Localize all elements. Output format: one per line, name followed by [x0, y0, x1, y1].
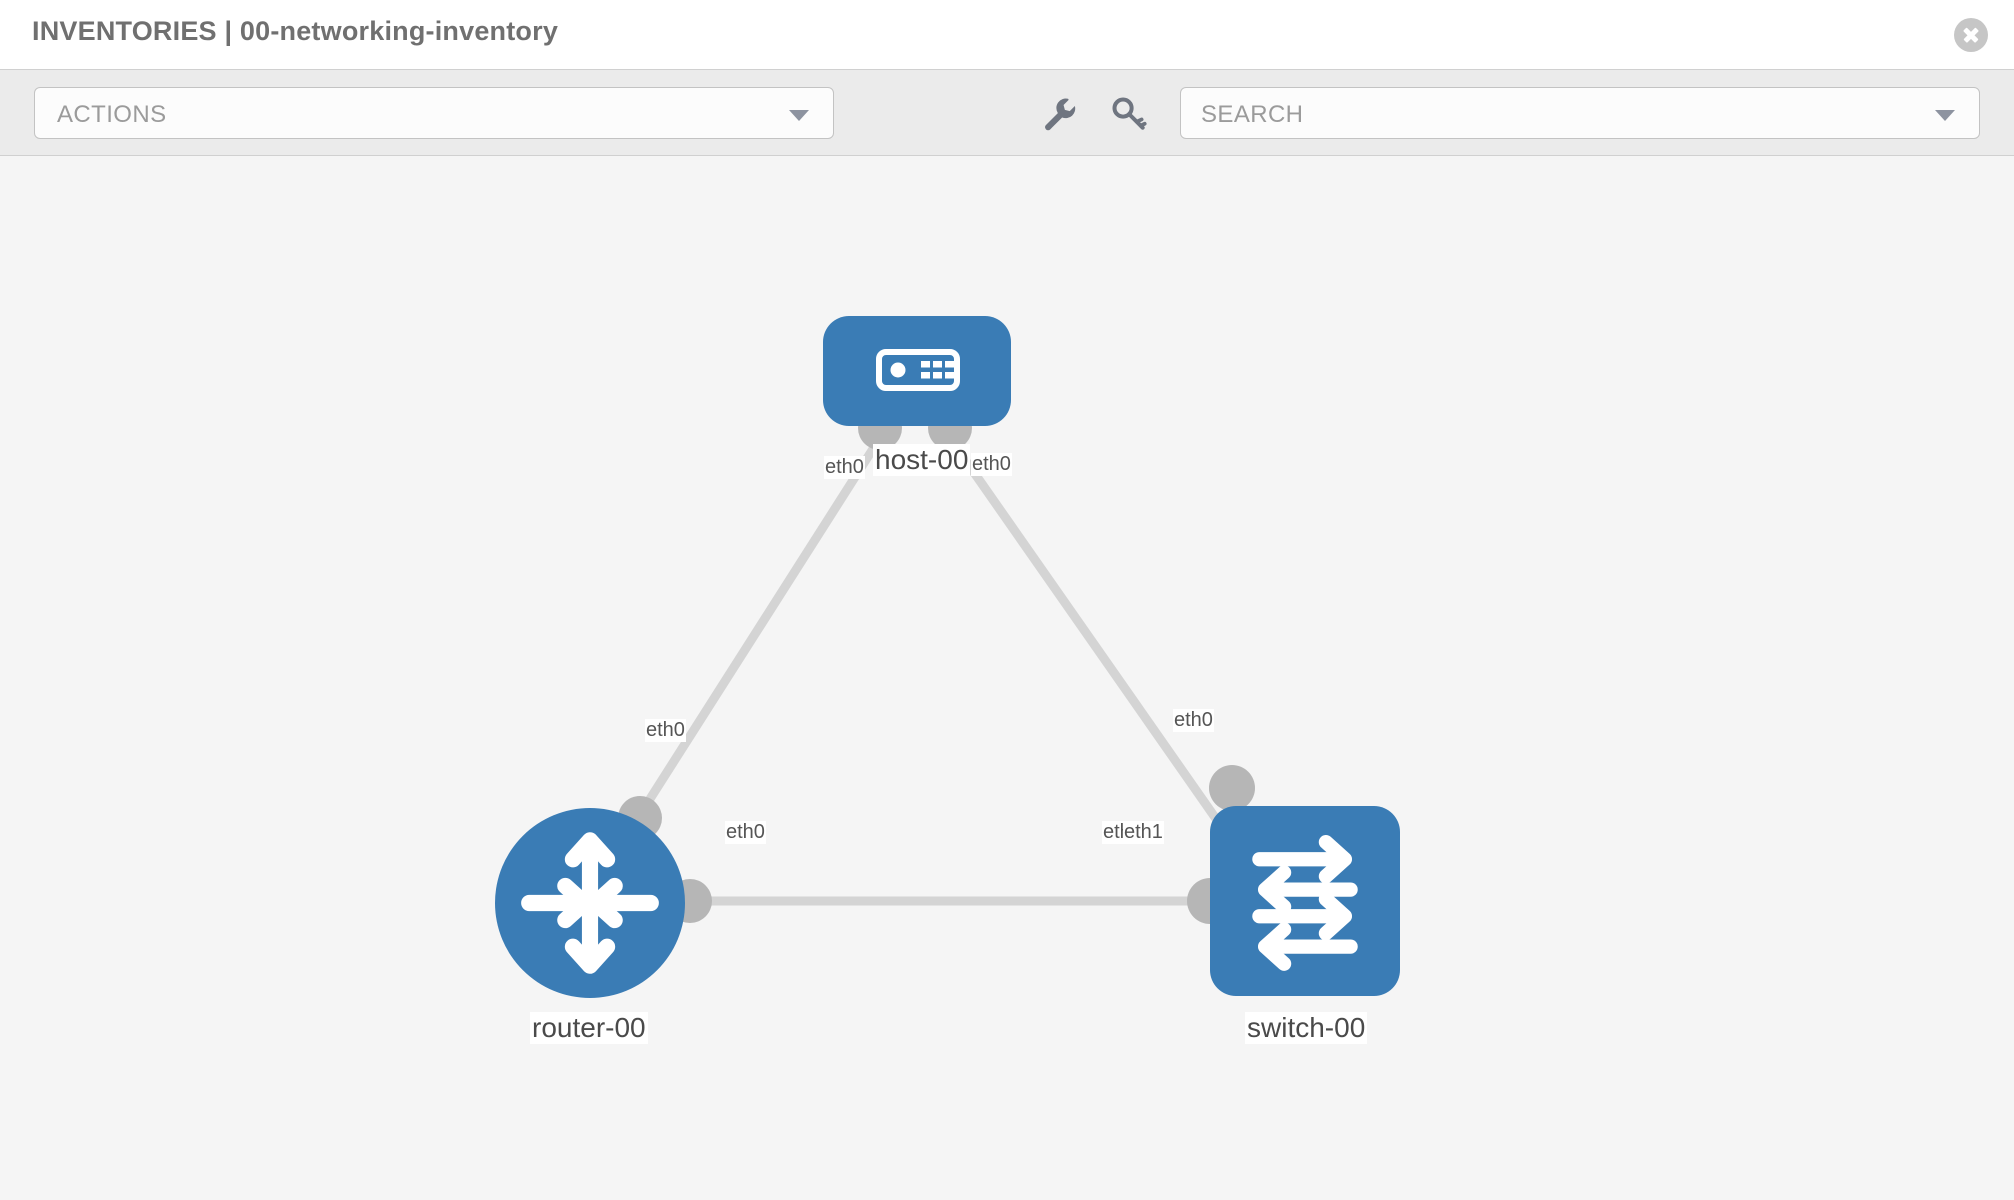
chevron-down-icon[interactable] — [1935, 110, 1955, 121]
connector-switch-up — [1209, 765, 1255, 811]
close-icon[interactable] — [1954, 18, 1988, 52]
node-label-router-00: router-00 — [530, 1012, 648, 1045]
switch-arrows-icon — [1252, 834, 1358, 971]
iface-label-host-left: eth0 — [824, 456, 865, 479]
link-host-router — [616, 438, 882, 849]
wrench-icon[interactable] — [1041, 95, 1079, 133]
actions-dropdown[interactable]: ACTIONS — [34, 87, 834, 139]
node-router-00[interactable] — [495, 808, 685, 998]
page-title: INVENTORIES | 00-networking-inventory — [32, 16, 559, 46]
toolbar: ACTIONS SEARCH — [0, 70, 2014, 156]
search-input[interactable]: SEARCH — [1180, 87, 1980, 139]
node-label-host-00: host-00 — [873, 444, 971, 477]
actions-dropdown-label: ACTIONS — [57, 101, 167, 128]
topology-canvas[interactable]: host-00 router-00 switch-00 eth0 eth0 et… — [0, 156, 2014, 1200]
topology-links-layer — [616, 406, 1255, 924]
link-host-switch — [948, 438, 1239, 849]
search-placeholder: SEARCH — [1201, 101, 1304, 128]
router-arrows-icon — [521, 832, 659, 974]
key-icon[interactable] — [1110, 95, 1148, 133]
chevron-down-icon — [789, 110, 809, 121]
iface-label-switch-uplink: eth0 — [1173, 709, 1214, 732]
node-label-switch-00: switch-00 — [1245, 1012, 1368, 1045]
node-switch-00[interactable] — [1210, 806, 1400, 996]
page-header: INVENTORIES | 00-networking-inventory — [0, 0, 2014, 70]
node-host-00[interactable] — [823, 316, 1011, 426]
iface-label-switch-left: eth1 — [1123, 821, 1164, 844]
iface-label-router-right: eth0 — [725, 821, 766, 844]
server-icon — [876, 349, 960, 391]
iface-label-router-uplink: eth0 — [645, 719, 686, 742]
iface-label-host-right: eth0 — [971, 453, 1012, 476]
